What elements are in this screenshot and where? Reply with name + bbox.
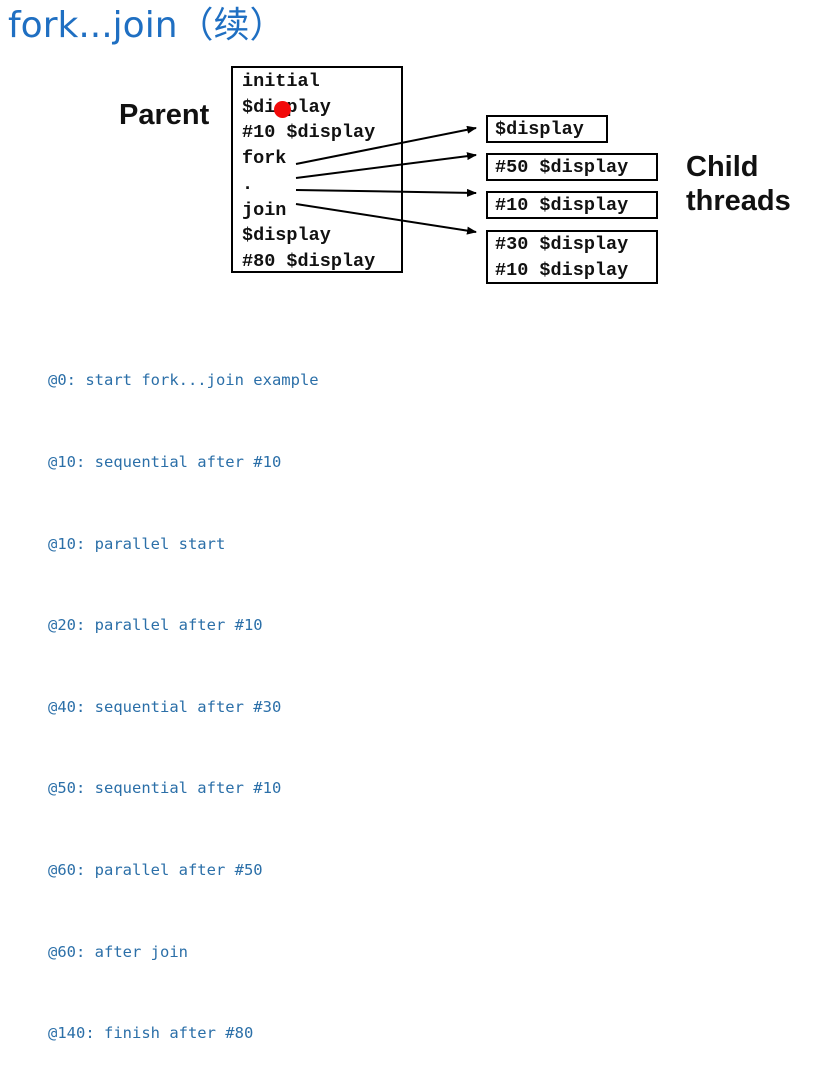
pointer-marker: [274, 101, 291, 118]
log-line: @40: sequential after #30: [48, 697, 282, 716]
child-box-4: #30 $display #10 $display: [486, 230, 658, 284]
log-line: @0: start fork...join example: [48, 371, 319, 390]
parent-label: Parent: [119, 99, 210, 131]
child-threads-label: Child threads: [686, 150, 791, 218]
log-line: @50: sequential after #10: [48, 779, 282, 798]
parent-line: #10 $display: [242, 122, 376, 144]
child-line: #50 $display: [495, 157, 629, 178]
child-line: #30 $display: [495, 234, 629, 255]
log-line: @60: parallel after #50: [48, 861, 263, 880]
parent-line: initial: [242, 71, 320, 92]
fork-arrows: [295, 125, 477, 235]
child-box-3: #10 $display: [486, 191, 658, 219]
arrow-to-child-4: [295, 203, 477, 235]
log-line: @60: after join: [48, 942, 188, 961]
arrow-to-child-1: [295, 125, 477, 165]
arrow-to-child-3: [295, 188, 477, 197]
child-box-2: #50 $display: [486, 153, 658, 181]
parent-line: $display: [242, 225, 331, 247]
child-line: #10 $display: [495, 195, 629, 216]
parent-line: #80 $display: [242, 250, 376, 272]
parent-line: join: [242, 199, 287, 221]
log-line: @20: parallel after #10: [48, 616, 263, 635]
slide-title: fork...join（续）: [8, 5, 286, 46]
child-line: $display: [495, 119, 584, 140]
simulation-output: @0: start fork...join example @10: seque…: [48, 313, 319, 1075]
child-line: #10 $display: [495, 259, 629, 281]
arrow-to-child-2: [295, 152, 477, 179]
child-label-line: threads: [686, 185, 791, 217]
parent-line: fork: [242, 148, 287, 170]
parent-code-box: initial $display #10 $display fork . joi…: [231, 66, 403, 273]
child-box-1: $display: [486, 115, 608, 143]
parent-line: .: [242, 173, 254, 195]
log-line: @10: sequential after #10: [48, 453, 282, 472]
log-line: @10: parallel start: [48, 534, 226, 553]
log-line: @140: finish after #80: [48, 1024, 254, 1043]
child-label-line: Child: [686, 151, 759, 183]
